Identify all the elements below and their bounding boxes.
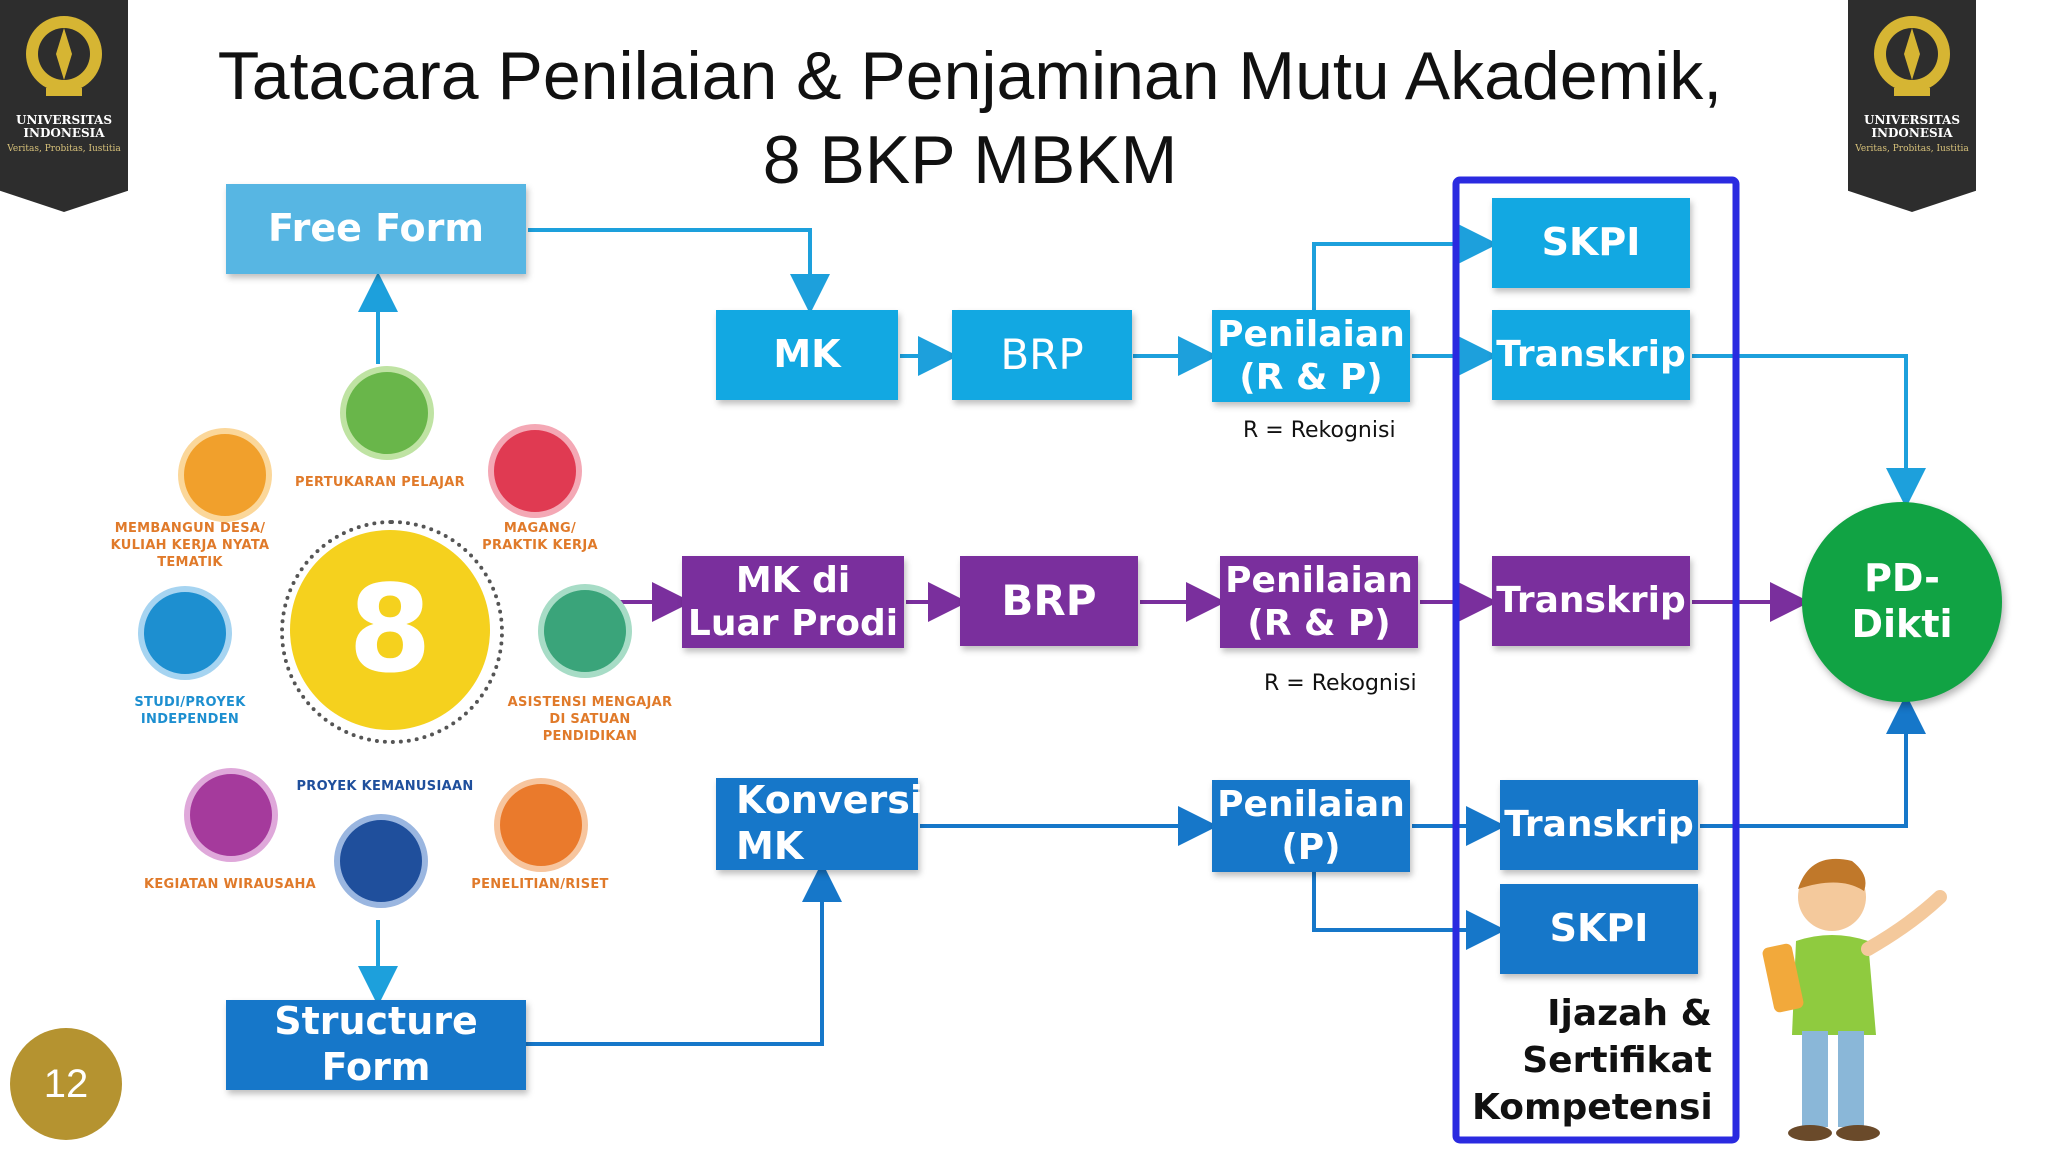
magang-icon — [488, 424, 582, 518]
kemanusiaan-label: PROYEK KEMANUSIAAN — [296, 779, 474, 794]
kemanusiaan-icon — [334, 814, 428, 908]
studi-icon — [138, 586, 232, 680]
magang-label-line2: PRAKTIK KERJA — [482, 538, 598, 553]
row2-penilaian-box: Penilaian (R & P) — [1220, 556, 1418, 648]
row1-penilaian-line2: (R & P) — [1239, 357, 1383, 398]
outcome-line1: Ijazah & — [1547, 993, 1712, 1034]
highlight-frame — [1452, 176, 1740, 1144]
pertukaran-label: PERTUKARAN PELAJAR — [295, 475, 465, 490]
desa-label-line2: KULIAH KERJA NYATA TEMATIK — [110, 538, 270, 570]
outcome-line3: Kompetensi — [1472, 1087, 1713, 1128]
student-cartoon-icon — [1762, 858, 1947, 1141]
structure-form-box: Structure Form — [226, 999, 526, 1090]
row1-transkrip-box: Transkrip — [1492, 310, 1690, 400]
row2-brp-label: BRP — [1001, 575, 1097, 625]
row1-brp-label: BRP — [1000, 329, 1084, 379]
university-logo-left: UNIVERSITAS INDONESIA Veritas, Probitas,… — [0, 0, 128, 212]
free-form-box: Free Form — [226, 184, 526, 274]
row1-skpi-label: SKPI — [1541, 220, 1641, 265]
asistensi-label: ASISTENSI MENGAJAR DI SATUAN PENDIDIKAN — [500, 694, 680, 745]
desa-label: MEMBANGUN DESA/ KULIAH KERJA NYATA TEMAT… — [80, 520, 300, 571]
pd-dikti-line2: Dikti — [1851, 602, 1953, 646]
makara-emblem-icon — [1874, 16, 1950, 96]
row1-rekognisi-note: R = Rekognisi — [1243, 418, 1396, 443]
row1-skpi-box: SKPI — [1492, 198, 1690, 288]
pertukaran-icon — [340, 366, 434, 460]
studi-label: STUDI/PROYEK INDEPENDEN — [120, 694, 260, 728]
logo-university-name: UNIVERSITAS INDONESIA — [1863, 113, 1960, 140]
row3-penilaian-line1: Penilaian — [1217, 783, 1405, 825]
desa-icon — [178, 428, 272, 522]
magang-label-line1: MAGANG/ — [503, 521, 577, 536]
ijazah-sertifikat-text: Ijazah & Sertifikat Kompetensi — [1472, 990, 1713, 1131]
logo-motto: Veritas, Probitas, Iustitia — [1855, 144, 1969, 154]
row2-rekognisi-note: R = Rekognisi — [1264, 671, 1417, 696]
free-form-label: Free Form — [268, 206, 484, 251]
row2-mk-line2: Luar Prodi — [687, 603, 899, 644]
asistensi-label-line2: DI SATUAN PENDIDIKAN — [542, 712, 638, 744]
bkp-circle: 8 — [290, 530, 490, 730]
row3-konversi-line1: Konversi — [736, 778, 923, 823]
pd-dikti-line1: PD- — [1864, 556, 1940, 601]
row1-brp-box: BRP — [952, 310, 1132, 400]
logo-motto: Veritas, Probitas, Iustitia — [7, 144, 121, 154]
row1-penilaian-line1: Penilaian — [1217, 313, 1405, 355]
magang-label: MAGANG/ PRAKTIK KERJA — [470, 520, 610, 554]
wirausaha-icon — [184, 768, 278, 862]
row3-skpi-box: SKPI — [1500, 884, 1698, 974]
row3-konversi-box: Konversi MK — [716, 778, 923, 870]
wirausaha-label: KEGIATAN WIRAUSAHA — [143, 877, 316, 892]
row3-konversi-line2: MK — [736, 824, 804, 868]
university-logo-right: UNIVERSITAS INDONESIA Veritas, Probitas,… — [1848, 0, 1976, 212]
row2-penilaian-line2: (R & P) — [1247, 603, 1391, 644]
studi-label-line2: INDEPENDEN — [140, 712, 240, 727]
row3-penilaian-box: Penilaian (P) — [1212, 780, 1410, 872]
desa-label-line1: MEMBANGUN DESA/ — [114, 521, 266, 536]
row2-mk-line1: MK di — [735, 559, 851, 601]
row3-transkrip-box: Transkrip — [1500, 780, 1698, 870]
row2-penilaian-line1: Penilaian — [1225, 559, 1413, 601]
makara-emblem-icon — [26, 16, 102, 96]
row3-transkrip-label: Transkrip — [1504, 804, 1694, 846]
row1-mk-box: MK — [716, 310, 898, 400]
page-number-badge: 12 — [10, 1028, 122, 1140]
row2-brp-box: BRP — [960, 556, 1138, 646]
penelitian-label: PENELITIAN/RISET — [471, 877, 609, 892]
outcome-line2: Sertifikat — [1522, 1040, 1712, 1081]
studi-label-line1: STUDI/PROYEK — [134, 695, 246, 710]
title-line-1: Tatacara Penilaian & Penjaminan Mutu Aka… — [217, 38, 1723, 114]
pd-dikti-circle: PD- Dikti — [1802, 502, 2002, 702]
row2-transkrip-label: Transkrip — [1496, 580, 1686, 622]
asistensi-label-line1: ASISTENSI MENGAJAR — [507, 695, 673, 710]
row1-penilaian-box: Penilaian (R & P) — [1212, 310, 1410, 402]
row1-mk-label: MK — [773, 332, 841, 377]
asistensi-icon — [538, 584, 632, 678]
structure-form-label: Structure Form — [274, 999, 478, 1089]
row2-mk-box: MK di Luar Prodi — [682, 556, 904, 648]
row3-skpi-label: SKPI — [1549, 906, 1649, 951]
row3-penilaian-line2: (P) — [1281, 827, 1341, 868]
penelitian-icon — [494, 778, 588, 872]
title-line-2: 8 BKP MBKM — [762, 122, 1178, 198]
slide-title: Tatacara Penilaian & Penjaminan Mutu Aka… — [180, 34, 1760, 202]
bkp-number: 8 — [348, 560, 432, 700]
row1-transkrip-label: Transkrip — [1496, 334, 1686, 376]
bkp-ring — [280, 520, 504, 744]
row2-transkrip-box: Transkrip — [1492, 556, 1690, 646]
logo-university-name: UNIVERSITAS INDONESIA — [15, 113, 112, 140]
